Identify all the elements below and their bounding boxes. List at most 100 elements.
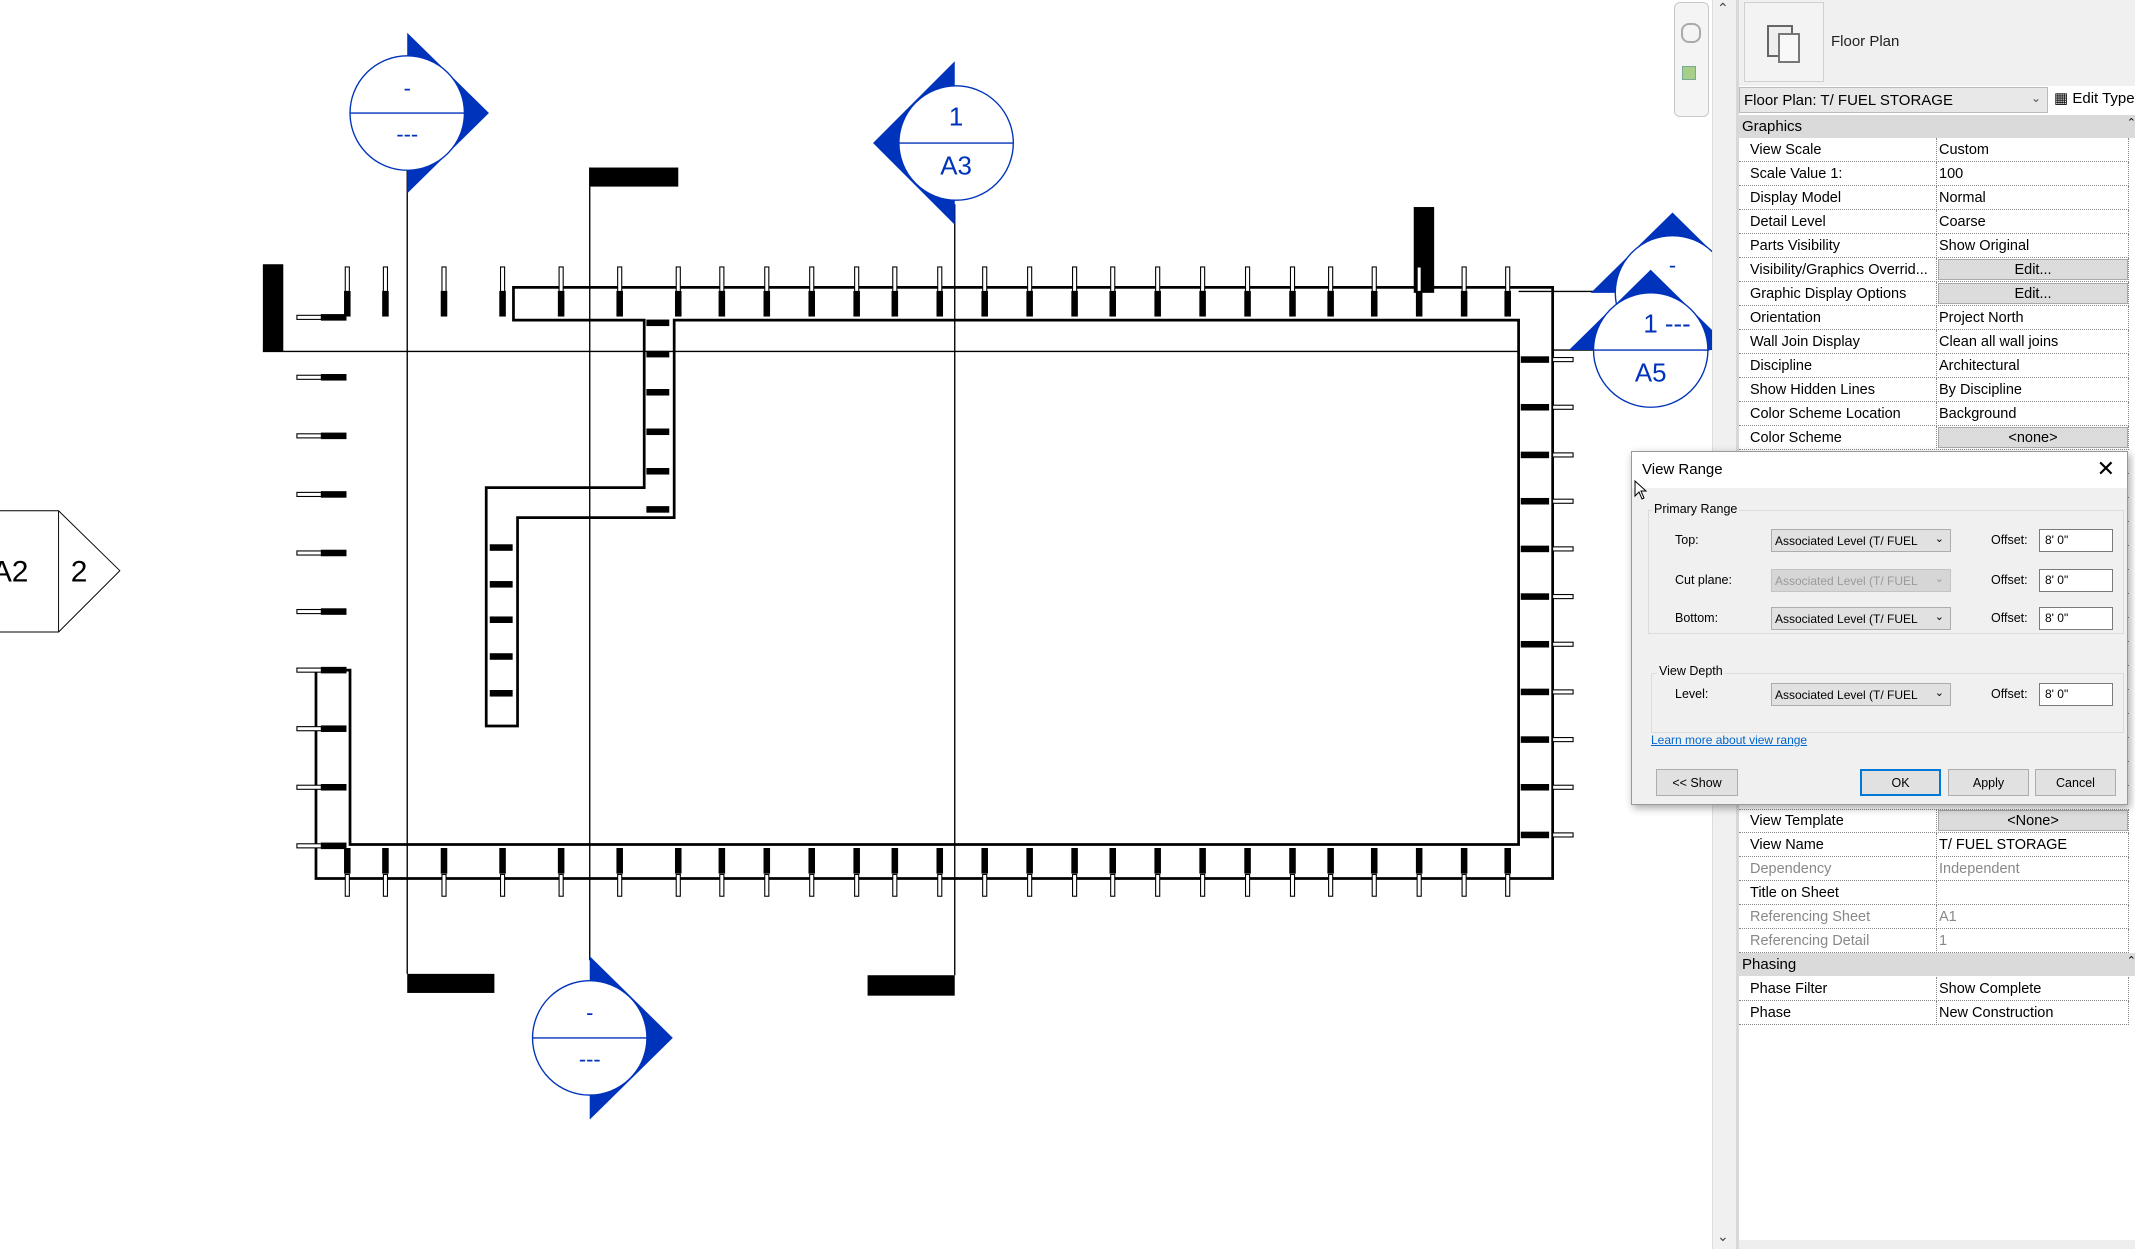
column-post <box>382 266 389 293</box>
ok-button[interactable]: OK <box>1860 769 1941 796</box>
property-label: Phase <box>1750 1005 1792 1021</box>
column-post <box>382 290 389 317</box>
section-head-right-front[interactable]: 1 --- A5 <box>1568 269 1712 408</box>
top-label: Top: <box>1675 533 1699 547</box>
property-value[interactable]: Normal <box>1936 186 2129 210</box>
show-button[interactable]: << Show <box>1656 769 1738 796</box>
group-header-phasing[interactable]: Phasing ⌃ <box>1739 953 2135 976</box>
group-header-graphics[interactable]: Graphics⌃ <box>1739 115 2135 138</box>
column-post <box>1072 266 1078 293</box>
apply-button[interactable]: Apply <box>1948 769 2029 796</box>
property-value[interactable]: 100 <box>1936 162 2129 186</box>
column-post <box>1026 290 1033 317</box>
property-row: Scale Value 1:100 <box>1739 162 2129 186</box>
column-post <box>1520 403 1550 411</box>
property-value[interactable]: Architectural <box>1936 354 2129 378</box>
column-post <box>1328 266 1334 293</box>
property-value[interactable]: Clean all wall joins <box>1936 330 2129 354</box>
dialog-title: View Range <box>1642 461 1723 478</box>
section-sheet: --- <box>579 1046 601 1071</box>
column-post <box>320 842 347 850</box>
property-edit-button[interactable]: Edit... <box>1938 259 2128 280</box>
column-post <box>1504 290 1511 317</box>
column-post <box>1415 848 1423 874</box>
bottom-level-dropdown[interactable]: Associated Level (T/ FUEL⌄ <box>1771 607 1951 630</box>
floor-plan-canvas[interactable]: - --- 1 A3 - --- - 1 --- A5 A2 2 <box>0 0 1712 1249</box>
section-head-top-left[interactable]: - --- <box>349 32 489 194</box>
property-value: 1 <box>1936 929 2129 953</box>
column-post <box>320 783 347 791</box>
collapse-icon[interactable]: ⌃ <box>2126 955 2135 967</box>
column-post <box>440 848 448 874</box>
column-post <box>320 549 347 557</box>
column-post <box>1520 545 1550 553</box>
column-post <box>382 873 389 897</box>
steering-wheel-2d-icon[interactable] <box>1681 23 1701 43</box>
group-title: Phasing <box>1742 956 1797 973</box>
top-level-dropdown[interactable]: Associated Level (T/ FUEL⌄ <box>1771 529 1951 552</box>
property-value[interactable]: By Discipline <box>1936 378 2129 402</box>
property-value[interactable]: Custom <box>1936 138 2129 162</box>
column-post <box>718 290 726 317</box>
column-post <box>320 314 347 321</box>
column-post <box>1244 848 1251 874</box>
column-post <box>499 848 506 874</box>
property-value: A1 <box>1936 905 2129 929</box>
property-value[interactable]: T/ FUEL STORAGE <box>1936 833 2129 857</box>
column-post <box>675 266 681 293</box>
property-label: Detail Level <box>1750 214 1826 230</box>
column-post <box>719 266 725 293</box>
property-value[interactable]: Show Original <box>1936 234 2129 258</box>
column-post <box>854 873 860 897</box>
column-post <box>1415 290 1423 317</box>
column-post <box>616 290 623 317</box>
column-post <box>1460 848 1468 874</box>
property-value[interactable]: Project North <box>1936 306 2129 330</box>
property-label: Graphic Display Options <box>1750 286 1907 302</box>
column-post <box>1505 873 1511 897</box>
property-row: Color Scheme Location Background <box>1739 402 2129 426</box>
close-icon[interactable]: ✕ <box>2096 456 2115 481</box>
column-post <box>440 290 448 317</box>
chevron-down-icon: ⌄ <box>1934 533 1944 545</box>
section-head-bottom[interactable]: - --- <box>531 956 673 1120</box>
column-post <box>1289 290 1296 317</box>
column-post <box>1552 737 1574 743</box>
elevation-tag[interactable]: A2 2 <box>0 510 121 633</box>
column-post <box>1552 404 1574 410</box>
column-post <box>808 848 816 874</box>
column-post <box>1520 497 1550 505</box>
property-value[interactable] <box>1936 881 2129 905</box>
section-head-top-center[interactable]: 1 A3 <box>873 61 1014 225</box>
column-post <box>557 848 565 874</box>
cut-offset-input[interactable]: 8' 0" <box>2039 569 2113 592</box>
learn-more-link[interactable]: Learn more about view range <box>1651 733 1808 747</box>
property-edit-button[interactable]: Edit... <box>1938 283 2128 304</box>
zoom-region-icon[interactable] <box>1682 66 1696 80</box>
cancel-button[interactable]: Cancel <box>2035 769 2116 796</box>
scroll-up-icon[interactable]: ⌃ <box>1717 0 1729 16</box>
property-value[interactable]: Show Complete <box>1936 977 2129 1001</box>
property-value[interactable]: Background <box>1936 402 2129 426</box>
edit-type-button[interactable]: ▦ Edit Type <box>2054 89 2135 107</box>
scroll-down-icon[interactable]: ⌄ <box>1717 1228 1729 1244</box>
property-value[interactable]: Coarse <box>1936 210 2129 234</box>
depth-level-dropdown[interactable]: Associated Level (T/ FUEL⌄ <box>1771 683 1951 706</box>
column-post <box>892 266 898 293</box>
property-value[interactable]: New Construction <box>1936 1001 2129 1025</box>
column-post <box>344 266 350 293</box>
column-post <box>719 873 725 897</box>
section-sheet: --- <box>396 122 418 147</box>
property-edit-button[interactable]: <None> <box>1938 810 2128 831</box>
property-label: Color Scheme Location <box>1750 406 1901 422</box>
column-post <box>296 608 322 615</box>
bottom-offset-input[interactable]: 8' 0" <box>2039 607 2113 630</box>
depth-offset-input[interactable]: 8' 0" <box>2039 683 2113 706</box>
collapse-icon[interactable]: ⌃ <box>2126 117 2135 129</box>
type-selector-dropdown[interactable]: Floor Plan: T/ FUEL STORAGE⌄ <box>1739 87 2048 113</box>
property-edit-button[interactable]: <none> <box>1938 427 2128 448</box>
column-post <box>296 374 322 380</box>
top-offset-input[interactable]: 8' 0" <box>2039 529 2113 552</box>
